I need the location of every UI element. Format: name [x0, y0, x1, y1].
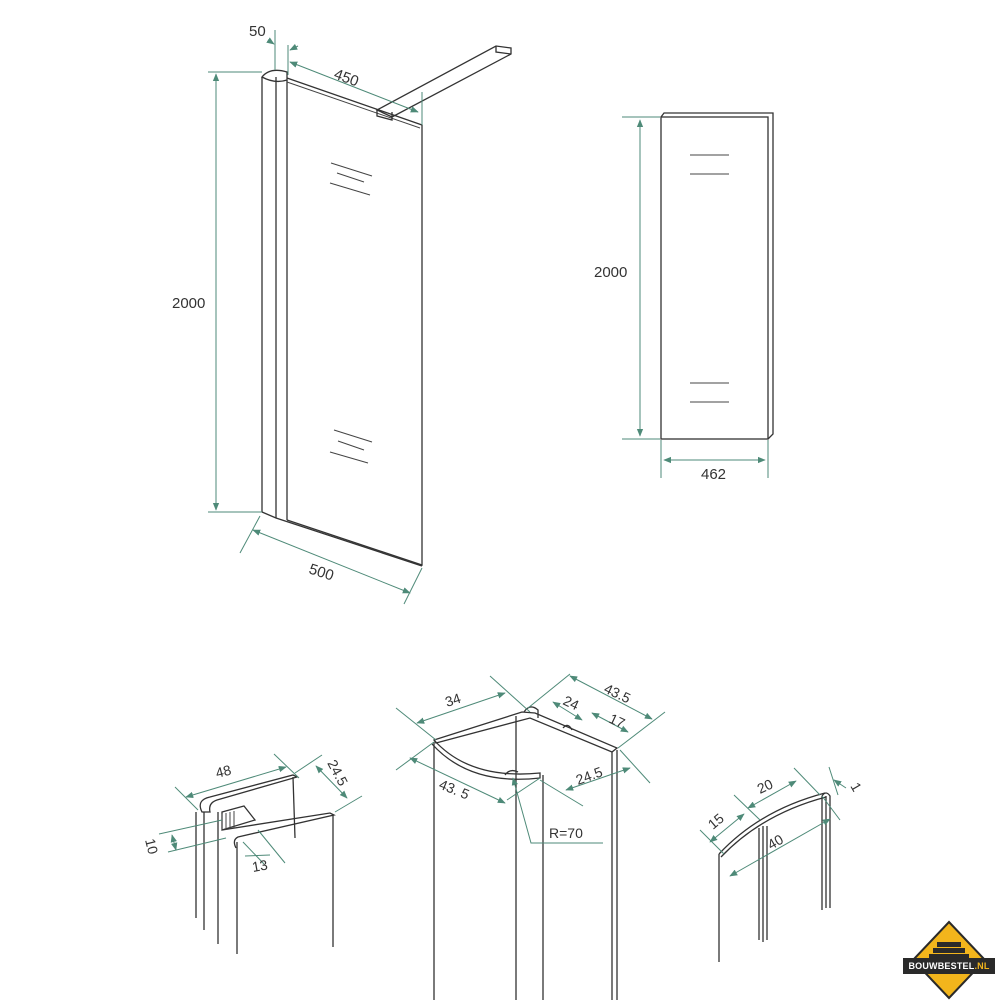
panel-front-view: 2000 462 — [594, 112, 774, 483]
dim-corner-34: 34 — [443, 690, 463, 710]
dim-corner-43-5-top: 43.5 — [602, 680, 634, 706]
logo-band: BOUWBESTEL.NL — [903, 958, 995, 974]
dim-seal-20: 20 — [755, 776, 776, 797]
dim-corner-43-5-bottom: 43. 5 — [437, 776, 472, 803]
dim-stabilizer-length: 450 — [332, 66, 361, 91]
wall-profile-view: 48 24.5 10 13 — [142, 753, 363, 954]
dim-wall-profile-depth: 24.5 — [324, 757, 351, 789]
dim-corner-17: 17 — [607, 710, 628, 731]
dim-corner-radius: R=70 — [549, 825, 583, 841]
panel-iso-view: 50 450 2000 500 — [172, 23, 512, 605]
seal-profile-view: 15 20 1 40 — [699, 766, 865, 962]
dim-front-height: 2000 — [594, 264, 627, 281]
dim-corner-24: 24 — [561, 692, 582, 713]
dim-profile-width: 50 — [249, 23, 266, 40]
dim-panel-width: 500 — [307, 561, 336, 585]
dim-seal-40: 40 — [765, 831, 787, 853]
dim-wall-profile-width: 48 — [214, 762, 233, 781]
bouwbestel-logo: BOUWBESTEL.NL — [903, 920, 995, 1000]
dim-seal-1: 1 — [847, 780, 865, 795]
dim-corner-24-5: 24.5 — [574, 763, 605, 787]
dim-panel-height: 2000 — [172, 295, 205, 312]
dim-glass-width: 462 — [701, 466, 726, 483]
corner-profile-view: 34 43.5 24 17 24.5 43. 5 R=70 — [395, 673, 666, 1000]
dim-seal-15: 15 — [705, 810, 727, 832]
dim-wall-profile-flange: 13 — [251, 856, 269, 874]
dim-wall-profile-slot: 10 — [142, 837, 161, 856]
